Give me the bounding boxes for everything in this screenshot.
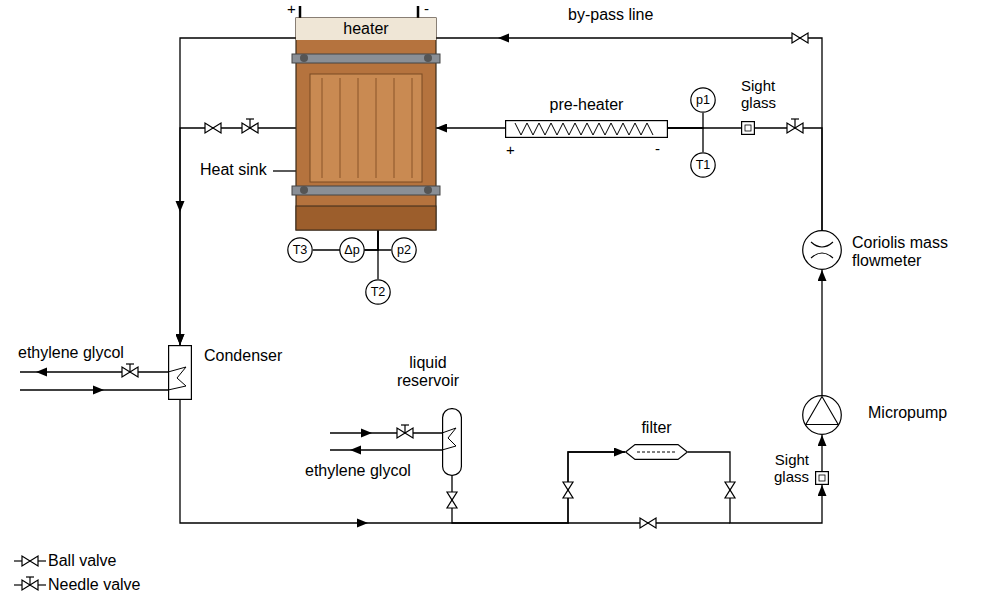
flow-line bbox=[755, 128, 822, 230]
node-label: Micropump bbox=[868, 404, 998, 422]
fluid-label: ethylene glycol bbox=[305, 462, 411, 480]
sensor-circle: T3 bbox=[287, 237, 313, 263]
flow-line bbox=[180, 38, 822, 345]
sensor-circle: p2 bbox=[391, 237, 417, 263]
condenser-box: Condenser bbox=[168, 345, 192, 400]
part-label: Heat sink bbox=[200, 161, 267, 179]
flow-line bbox=[180, 400, 625, 523]
line-label: by-pass line bbox=[568, 6, 653, 24]
flow-line bbox=[821, 270, 822, 395]
pre-heater-box-outline bbox=[505, 120, 668, 138]
sensor-circle: p1 bbox=[690, 87, 716, 113]
legend-text: Ball valve bbox=[48, 552, 116, 570]
reservoir-vessel-outline bbox=[442, 408, 462, 476]
heater-block-outline bbox=[296, 18, 436, 230]
flow-line bbox=[180, 128, 296, 345]
fluid-label: ethylene glycol bbox=[18, 344, 124, 362]
node-label: pre-heater bbox=[505, 96, 668, 114]
flow-line bbox=[688, 452, 822, 523]
flowmeter-symbol: Coriolis mass flowmeter bbox=[802, 230, 842, 270]
pre-heater-box: pre-heater bbox=[505, 120, 668, 138]
node-label: T1 bbox=[690, 158, 716, 172]
node-label: p2 bbox=[391, 243, 417, 257]
node-label: Coriolis mass flowmeter bbox=[852, 234, 994, 271]
flow-line bbox=[436, 127, 505, 128]
flow-line bbox=[821, 435, 822, 471]
flowmeter-symbol-outline bbox=[802, 230, 842, 270]
polarity-sign: + bbox=[506, 141, 515, 158]
condenser-box-outline bbox=[168, 345, 192, 400]
legend-text: Needle valve bbox=[48, 576, 141, 594]
polarity-sign: - bbox=[655, 140, 660, 157]
node-label: filter bbox=[615, 419, 698, 437]
reservoir-vessel: liquid reservoir bbox=[442, 408, 462, 476]
pump-symbol: Micropump bbox=[802, 395, 842, 435]
flow-line bbox=[452, 452, 625, 523]
node-label: Sight glass bbox=[741, 77, 795, 112]
node-label: Δp bbox=[339, 243, 365, 257]
heater-block: heater bbox=[296, 18, 436, 230]
sight-glass: Sight glass bbox=[815, 471, 829, 485]
node-label: Condenser bbox=[204, 347, 314, 365]
polarity-sign: + bbox=[287, 0, 296, 17]
node-label: T2 bbox=[365, 285, 391, 299]
flow-line bbox=[365, 230, 378, 250]
node-label: T3 bbox=[287, 243, 313, 257]
sight-glass: Sight glass bbox=[741, 121, 755, 135]
node-label: p1 bbox=[690, 93, 716, 107]
flow-line bbox=[668, 128, 703, 152]
sight-glass-outline bbox=[815, 471, 829, 485]
polarity-sign: - bbox=[424, 0, 429, 17]
node-label: liquid reservoir bbox=[392, 354, 464, 391]
sensor-circle: T2 bbox=[365, 279, 391, 305]
filter-symbol-outline bbox=[625, 444, 688, 460]
pump-symbol-outline bbox=[802, 395, 842, 435]
sight-glass-outline bbox=[741, 121, 755, 135]
filter-symbol: filter bbox=[625, 444, 688, 460]
node-label: heater bbox=[296, 20, 436, 38]
node-label: Sight glass bbox=[753, 451, 809, 486]
flow-line bbox=[377, 230, 378, 279]
sensor-circle: T1 bbox=[690, 152, 716, 178]
flow-line bbox=[668, 113, 703, 128]
flow-line bbox=[378, 230, 391, 250]
sensor-circle: Δp bbox=[339, 237, 365, 263]
